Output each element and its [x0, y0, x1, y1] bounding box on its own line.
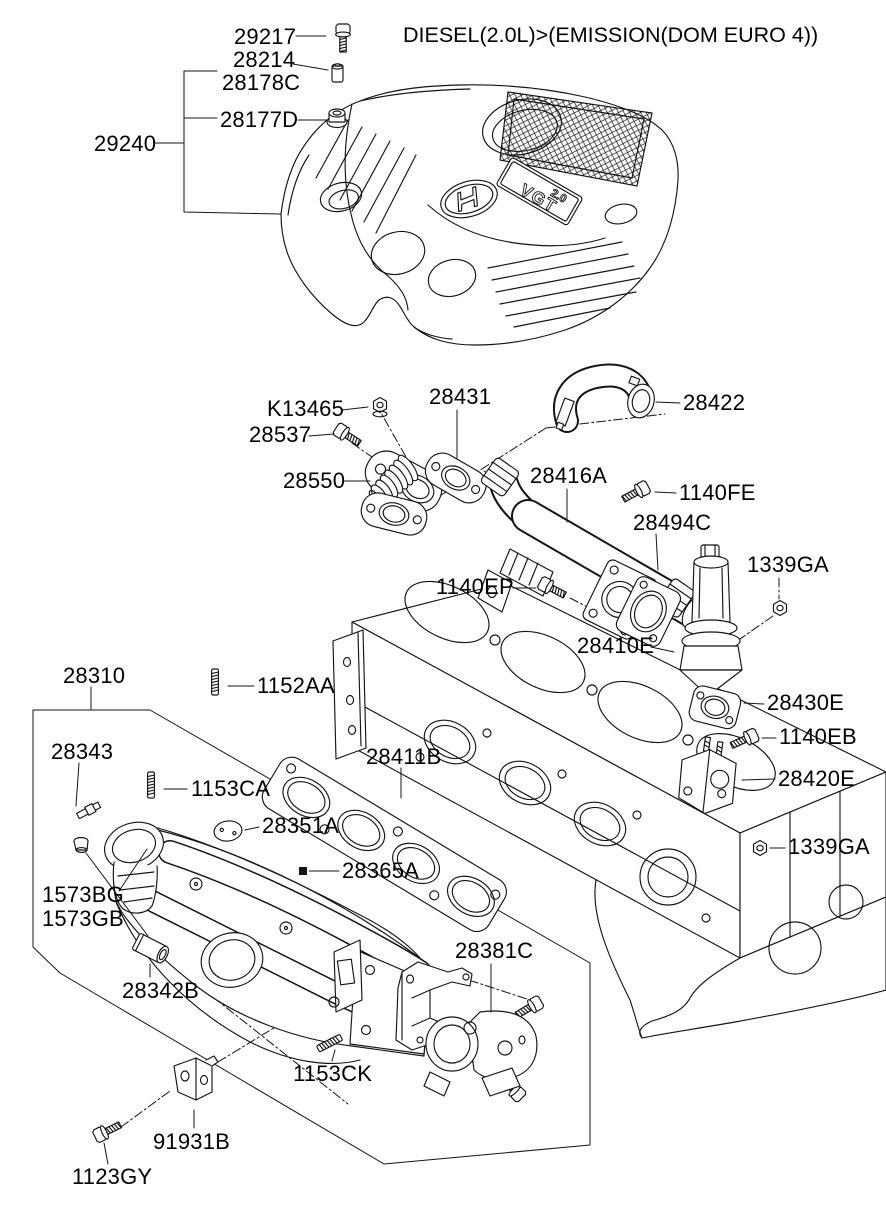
bolt-28537-icon — [331, 421, 365, 451]
part-label-1140ep: 1140EP — [436, 574, 514, 599]
manifold-group-outline — [33, 710, 590, 1164]
part-label-28550: 28550 — [283, 468, 346, 493]
part-label-28351a: 28351A — [262, 813, 340, 838]
actuator-28381c — [396, 962, 537, 1096]
part-label-1140fe: 1140FE — [679, 480, 756, 505]
gasket-28494c — [614, 574, 683, 649]
nut-k13465-icon — [373, 396, 387, 417]
plug-28351a-icon — [213, 819, 244, 843]
part-label-1153ck: 1153CK — [293, 1061, 373, 1086]
part-label-28214: 28214 — [233, 47, 296, 72]
part-label-28431-top: 28431 — [429, 384, 492, 409]
bolt-1140ep-icon — [535, 574, 569, 603]
nut-1339ga-bottom-icon — [752, 839, 768, 857]
part-label-1339ga-top: 1339GA — [747, 552, 829, 577]
pipe-28343 — [76, 801, 101, 820]
intake-manifold — [98, 815, 430, 1064]
part-label-28343: 28343 — [51, 739, 114, 764]
nut-1339ga-top-icon — [772, 599, 788, 617]
intake-ports — [416, 712, 710, 922]
leader-lines — [76, 36, 785, 1164]
cam-cover-humps — [395, 569, 784, 802]
bracket-91931b — [174, 1056, 218, 1100]
leader-29240 — [155, 71, 281, 214]
part-label-28411b: 28411B — [366, 744, 442, 769]
engine-cover: 2.0 VGT — [281, 85, 678, 345]
part-label-28342b: 28342B — [122, 978, 200, 1003]
part-label-28410e: 28410E — [577, 633, 655, 658]
gasket-28431-upper — [420, 447, 492, 508]
manifold-gasket-28411b — [257, 752, 511, 937]
part-label-28365a: 28365A — [342, 858, 420, 883]
part-label-29217: 29217 — [234, 24, 297, 49]
part-label-1152aa: 1152AA — [257, 673, 335, 698]
bolt-1123gy-icon — [91, 1117, 124, 1145]
part-label-28430e: 28430E — [767, 690, 845, 715]
gasket-28430e — [687, 684, 742, 731]
part-label-1153ca: 1153CA — [191, 776, 271, 801]
sleeve-28342b-icon — [132, 933, 171, 965]
manifold-center-port — [195, 926, 269, 994]
part-label-28178c: 28178C — [222, 70, 301, 95]
bolt-29217-icon — [335, 23, 351, 53]
cap-1573bg-icon — [74, 838, 88, 853]
part-label-28310: 28310 — [63, 663, 126, 688]
stud-1152aa-icon — [211, 668, 219, 696]
egr-valve-28410e — [680, 545, 742, 704]
part-label-1573gb: 1573GB — [42, 906, 124, 931]
spacer-28214-icon — [332, 64, 343, 82]
adapter-28420e — [675, 734, 741, 817]
gasket-28431-lower — [358, 490, 430, 539]
part-label-1339ga-bottom: 1339GA — [788, 834, 870, 859]
cylinder-head — [333, 569, 886, 1038]
throttle-inlet-ring — [98, 815, 169, 877]
diagram-title: DIESEL(2.0L)>(EMISSION(DOM EURO 4)) — [403, 23, 819, 47]
small-hardware — [74, 396, 788, 1145]
head-end-plate — [333, 630, 366, 759]
part-label-28422: 28422 — [683, 390, 746, 415]
hyundai-logo-icon — [436, 174, 502, 224]
cover-rib-lines-right — [488, 242, 640, 327]
grommet-28177d-icon — [327, 109, 347, 128]
part-label-28420e: 28420E — [778, 766, 856, 791]
part-label-1573bg: 1573BG — [42, 882, 124, 907]
cover-opening — [477, 91, 568, 163]
pin-28365a-icon — [299, 867, 307, 875]
cover-rib-lines-left — [316, 120, 416, 233]
part-label-28177d: 28177D — [220, 107, 299, 132]
part-label-28381c: 28381C — [455, 938, 534, 963]
part-label-1140eb: 1140EB — [779, 724, 857, 749]
egr-hose-28422 — [554, 376, 658, 431]
part-label-28537: 28537 — [249, 422, 312, 447]
engine-block — [595, 880, 886, 1038]
cover-fasteners — [327, 23, 351, 128]
stud-1153ca-icon — [147, 771, 155, 799]
bolt-1140fe-icon — [619, 478, 653, 507]
part-label-28416a: 28416A — [530, 463, 608, 488]
cover-grille — [500, 92, 652, 186]
part-label-91931b: 91931B — [153, 1129, 231, 1154]
part-label-k13465: K13465 — [267, 396, 345, 421]
part-label-28494c: 28494C — [633, 510, 712, 535]
egr-pipe-group — [358, 376, 743, 818]
part-label-29240: 29240 — [94, 131, 157, 156]
part-label-1123gy: 1123GY — [72, 1164, 153, 1189]
